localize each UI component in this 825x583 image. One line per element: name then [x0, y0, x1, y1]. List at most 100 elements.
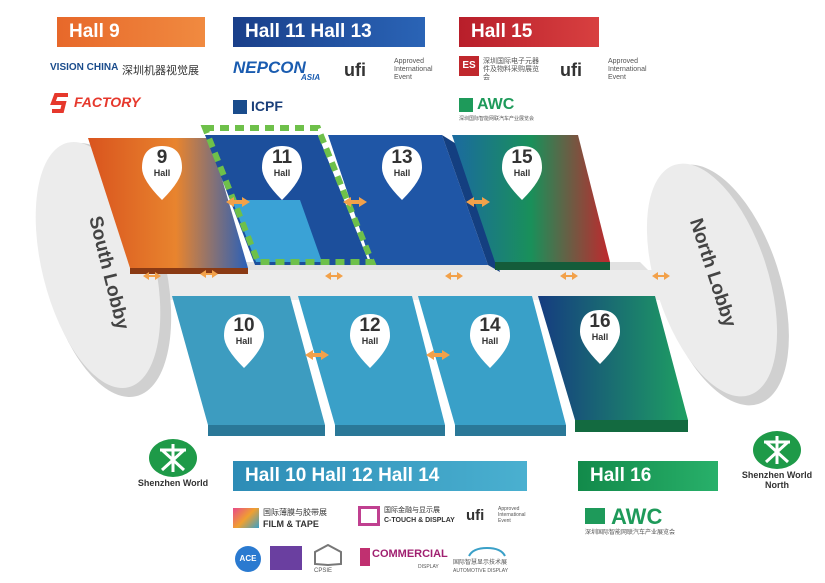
commercial-icon	[360, 548, 370, 566]
film-tape-logo: 国际薄膜与胶带展 FILM & TAPE	[233, 506, 353, 532]
cpsie-text: CPSIE	[314, 568, 333, 574]
hall-11-block[interactable]	[205, 135, 370, 265]
ufi-text-1: ufi	[344, 60, 366, 80]
hall-11-highlight	[200, 125, 377, 265]
hall9-banner: Hall 9	[57, 17, 205, 47]
ufi-text-2: ufi	[560, 60, 582, 80]
ctouch-logo: 国际金融与显示展 C-TOUCH & DISPLAY	[358, 504, 458, 532]
ufi-logo-2: ufi Approved International Event	[552, 58, 647, 84]
arrow-icon	[560, 272, 578, 280]
vision-china-logo: VISION CHINA 深圳机器视觉展	[50, 56, 210, 82]
hall-15-block[interactable]	[452, 135, 610, 270]
nepcon-text: NEPCON	[233, 58, 306, 77]
ctouch-icon	[358, 506, 380, 526]
station-right: Shenzhen World North	[732, 430, 822, 490]
vision-china-cn-text: 深圳机器视觉展	[122, 65, 199, 77]
station-right-sub: North	[765, 480, 789, 490]
arrow-icon	[200, 270, 218, 278]
commercial-display-logo: COMMERCIAL DISPLAY	[360, 546, 450, 574]
hall-10-number: 10	[233, 315, 255, 336]
arrow-icon	[445, 272, 463, 280]
hall-13-number: 13	[391, 147, 413, 168]
hall-14-number: 14	[479, 315, 501, 336]
film-cn-text: 国际薄膜与胶带展	[263, 508, 327, 517]
arrow-icon	[143, 272, 161, 280]
cpsie-hex-icon	[314, 544, 342, 566]
awc-logo-bottom: AWC 深圳国际智能网联汽车产业展览会	[585, 504, 705, 538]
hall-13-word: Hall	[393, 168, 411, 178]
itm-logo	[270, 546, 304, 576]
cpsie-logo: CPSIE	[310, 544, 346, 576]
hall-10-label: 10 Hall	[224, 315, 264, 347]
icpf-logo: ICPF	[233, 98, 313, 122]
ace-badge: ACE	[235, 546, 261, 572]
hall-9-label: 9 Hall	[142, 147, 182, 179]
factory-text: FACTORY	[74, 94, 141, 110]
hall10-12-14-banner: Hall 10 Hall 12 Hall 14	[233, 461, 527, 491]
awc-car-icon	[585, 508, 605, 524]
icpf-square-icon	[233, 100, 247, 114]
hall-9-number: 9	[156, 147, 168, 168]
pin-icon-10	[224, 314, 264, 368]
hall-15-word: Hall	[513, 168, 531, 178]
awc-car-icon	[459, 98, 473, 112]
north-lobby	[646, 163, 789, 406]
hall-12-word: Hall	[361, 336, 379, 346]
hall-12-number: 12	[359, 315, 381, 336]
ufi-logo-1: ufi Approved International Event	[336, 58, 436, 84]
nepcon-sub-text: ASIA	[301, 73, 321, 82]
hall-16-block[interactable]	[538, 296, 688, 432]
ufi-logo-3: ufi Approved International Event	[460, 506, 530, 532]
film-tape-icon	[233, 508, 259, 528]
hall16-banner: Hall 16	[578, 461, 718, 491]
station-right-name: Shenzhen World	[741, 470, 813, 480]
hall-15-number: 15	[511, 147, 533, 168]
hall-11-label: 11 Hall	[262, 148, 302, 179]
awc-text-top: AWC	[477, 96, 515, 113]
hall-9-word: Hall	[153, 168, 171, 178]
ctouch-cn-text: 国际金融与显示展	[384, 507, 440, 514]
ufi-text-3: ufi	[466, 507, 485, 524]
station-left-name: Shenzhen World	[137, 478, 209, 488]
ufi-note-2: Approved International Event	[608, 58, 647, 81]
hall-15-label: 15 Hall	[502, 147, 542, 179]
pin-icon-9	[142, 146, 182, 200]
metro-logo-icon	[753, 431, 801, 469]
es-show-logo: ES 深圳国际电子元器件及物料采购展览会	[459, 56, 549, 84]
hall-16-number: 16	[589, 311, 611, 332]
factory-s-icon	[50, 93, 68, 113]
nepcon-logo: NEPCON ASIA	[233, 58, 333, 84]
hall-14-word: Hall	[481, 336, 499, 346]
pin-icon-14	[470, 314, 510, 368]
pin-icon-16	[580, 310, 620, 364]
automotive-text: AUTOMOTIVE DISPLAY	[453, 568, 509, 574]
pin-icon-15	[502, 146, 542, 200]
ufi-note-1: Approved International Event	[394, 58, 433, 81]
pin-icon-12	[350, 314, 390, 368]
factory-logo: FACTORY	[50, 92, 160, 116]
automotive-display-logo: 国际智慧显示技术展 AUTOMOTIVE DISPLAY	[453, 546, 533, 576]
hall-10-word: Hall	[235, 336, 253, 346]
hall-16-label: 16 Hall	[580, 311, 620, 343]
ctouch-text: C-TOUCH & DISPLAY	[384, 517, 455, 524]
hall-9-block[interactable]	[88, 138, 248, 274]
awc-cn-bottom: 深圳国际智能网联汽车产业展览会	[585, 530, 676, 536]
commercial-text: COMMERCIAL	[372, 548, 448, 560]
arrow-icon	[426, 350, 450, 360]
middle-corridor	[130, 270, 690, 300]
arrows	[143, 197, 670, 360]
pin-icon-13	[382, 146, 422, 200]
arrow-icon	[226, 197, 250, 207]
arrow-icon	[343, 197, 367, 207]
itm-icon	[270, 546, 302, 570]
icpf-text: ICPF	[251, 98, 283, 114]
awc-cn-top: 深圳国际智能网联汽车产业展览会	[459, 116, 535, 122]
arrow-icon	[305, 350, 329, 360]
ace-logo: ACE	[233, 546, 263, 576]
hall-16-word: Hall	[591, 332, 609, 342]
hall-14-label: 14 Hall	[470, 315, 510, 347]
station-left: Shenzhen World	[128, 438, 218, 488]
hall15-banner: Hall 15	[459, 17, 599, 47]
vision-china-text: VISION CHINA	[50, 62, 119, 73]
